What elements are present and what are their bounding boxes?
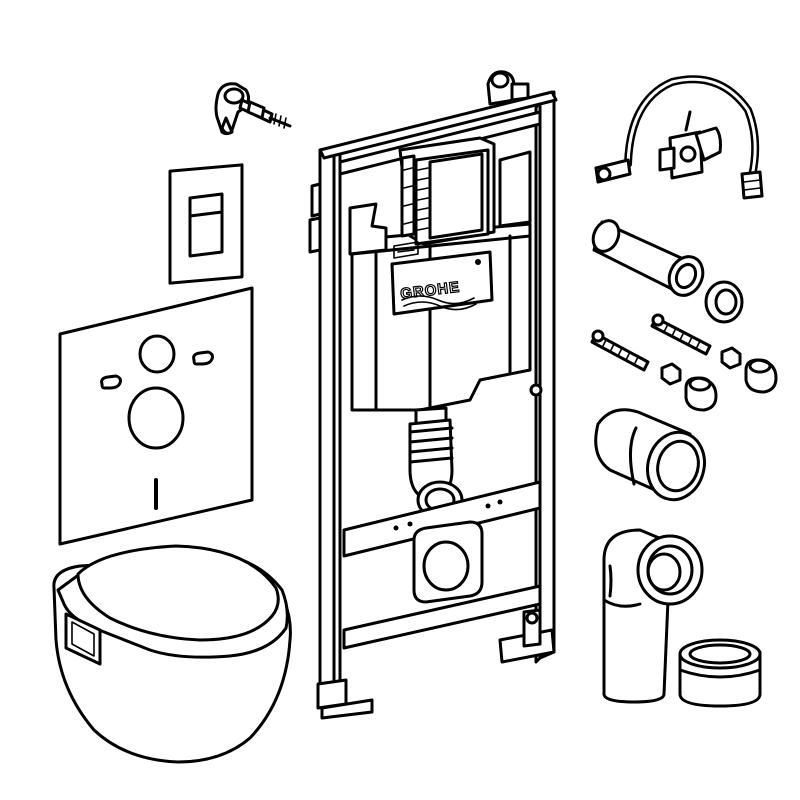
wall-bracket [214,82,292,136]
installation-frame: GROHE [308,70,558,720]
flush-plate [168,163,244,285]
wall-hung-toilet [52,544,292,764]
flexible-hose [594,75,764,200]
elbow-pipe [602,528,704,704]
nuts-and-caps [660,346,778,412]
sound-insulation-mat [58,286,254,546]
threaded-rods [590,313,712,372]
end-cap [678,638,762,708]
flush-pipe [591,219,705,297]
seal-ring [704,280,744,324]
connector-sleeve [594,408,706,502]
